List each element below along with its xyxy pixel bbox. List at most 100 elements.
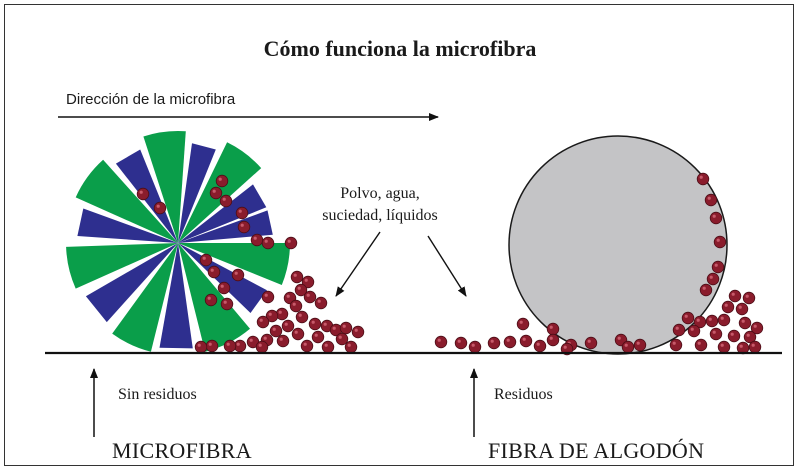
- particle-highlight: [675, 326, 679, 330]
- particle: [738, 316, 752, 330]
- particle-highlight: [292, 302, 296, 306]
- particle: [681, 311, 695, 325]
- particle-highlight: [712, 214, 716, 218]
- particle: [335, 332, 349, 346]
- particle-highlight: [222, 197, 226, 201]
- particle-highlight: [720, 343, 724, 347]
- particle: [261, 290, 275, 304]
- particle-highlight: [506, 338, 510, 342]
- particle: [300, 339, 314, 353]
- particle: [584, 336, 598, 350]
- particle: [250, 233, 264, 247]
- particle-highlight: [697, 341, 701, 345]
- particle-highlight: [724, 303, 728, 307]
- particle-highlight: [263, 336, 267, 340]
- annotation-label: Polvo, agua, suciedad, líquidos: [305, 183, 455, 227]
- particle-highlight: [437, 338, 441, 342]
- particle: [633, 338, 647, 352]
- particle-highlight: [716, 238, 720, 242]
- particle: [742, 291, 756, 305]
- particle: [289, 299, 303, 313]
- particle: [516, 317, 530, 331]
- particle: [706, 272, 720, 286]
- particle: [487, 336, 501, 350]
- particle: [209, 186, 223, 200]
- microfiber-green-wedge: [66, 243, 178, 289]
- particle: [621, 340, 635, 354]
- particle-highlight: [279, 337, 283, 341]
- particle-highlight: [702, 286, 706, 290]
- particle: [295, 310, 309, 324]
- particle: [713, 235, 727, 249]
- particle: [215, 174, 229, 188]
- particle-highlight: [210, 268, 214, 272]
- particle: [223, 339, 237, 353]
- particle: [194, 340, 208, 354]
- particle-highlight: [342, 324, 346, 328]
- particle: [344, 340, 358, 354]
- particle: [220, 297, 234, 311]
- particle-highlight: [323, 322, 327, 326]
- particle: [207, 265, 221, 279]
- particle-highlight: [268, 312, 272, 316]
- particle-highlight: [720, 316, 724, 320]
- particle: [704, 193, 718, 207]
- particle-highlight: [746, 333, 750, 337]
- particle: [199, 253, 213, 267]
- particle: [728, 289, 742, 303]
- microfiber-blue-wedge: [178, 210, 273, 243]
- annotation-line-1: Polvo, agua,: [340, 185, 420, 202]
- particle-highlight: [490, 339, 494, 343]
- particle-highlight: [730, 332, 734, 336]
- microfiber-blue-wedge: [178, 143, 216, 243]
- particle: [339, 321, 353, 335]
- particle-highlight: [549, 325, 553, 329]
- particle: [717, 340, 731, 354]
- particle-highlight: [690, 327, 694, 331]
- particle-highlight: [208, 342, 212, 346]
- particle-highlight: [294, 330, 298, 334]
- particle-highlight: [258, 343, 262, 347]
- microfiber-blue-wedge: [159, 243, 193, 349]
- particle: [687, 324, 701, 338]
- microfiber-blue-wedge: [85, 243, 178, 323]
- particle-highlight: [234, 271, 238, 275]
- microfiber-wheel: [66, 131, 290, 352]
- particle-highlight: [278, 310, 282, 314]
- particle-highlight: [272, 327, 276, 331]
- particle-highlight: [218, 177, 222, 181]
- microfiber-green-wedge: [178, 243, 290, 285]
- particle: [748, 340, 762, 354]
- particle-highlight: [226, 342, 230, 346]
- particle-highlight: [338, 335, 342, 339]
- particle-highlight: [139, 190, 143, 194]
- particle-highlight: [223, 300, 227, 304]
- particle: [256, 315, 270, 329]
- particle: [454, 336, 468, 350]
- particle: [136, 187, 150, 201]
- particle: [290, 270, 304, 284]
- particle: [735, 302, 749, 316]
- particle-highlight: [617, 336, 621, 340]
- particle-highlight: [259, 318, 263, 322]
- particle: [204, 293, 218, 307]
- particle-highlight: [741, 319, 745, 323]
- particle: [261, 236, 275, 250]
- particle-highlight: [684, 314, 688, 318]
- microfiber-green-wedge: [143, 131, 186, 243]
- particle-highlight: [207, 296, 211, 300]
- particle: [468, 340, 482, 354]
- microfiber-blue-wedge: [178, 184, 267, 243]
- particle: [255, 340, 269, 354]
- residue-caption: Residuos: [494, 386, 553, 403]
- particle-highlight: [738, 305, 742, 309]
- particle-highlight: [314, 333, 318, 337]
- particle-highlight: [306, 293, 310, 297]
- particle-highlight: [304, 278, 308, 282]
- particle: [696, 172, 710, 186]
- diagram-title: Cómo funciona la microfibra: [263, 36, 537, 61]
- annotation-line-2: suciedad, líquidos: [322, 207, 438, 224]
- particle: [351, 325, 365, 339]
- particle-highlight: [549, 336, 553, 340]
